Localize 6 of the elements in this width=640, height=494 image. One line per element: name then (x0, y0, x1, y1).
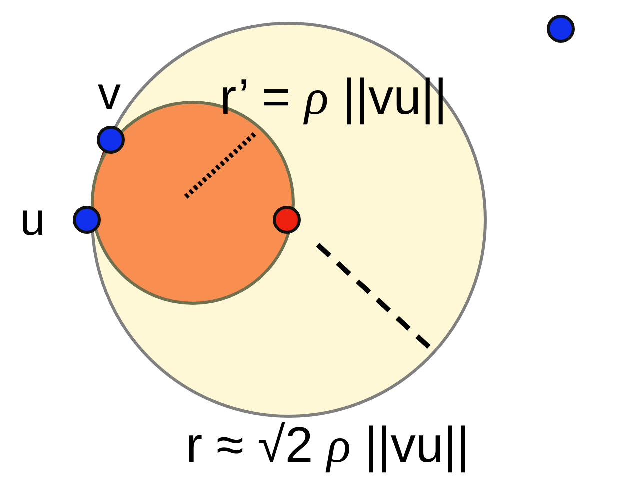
point-dot (547, 15, 575, 43)
point-label: u (20, 196, 46, 242)
point-dot (273, 206, 301, 234)
point-label: v (98, 70, 121, 116)
point-dot (73, 206, 101, 234)
point-dot (97, 126, 125, 154)
